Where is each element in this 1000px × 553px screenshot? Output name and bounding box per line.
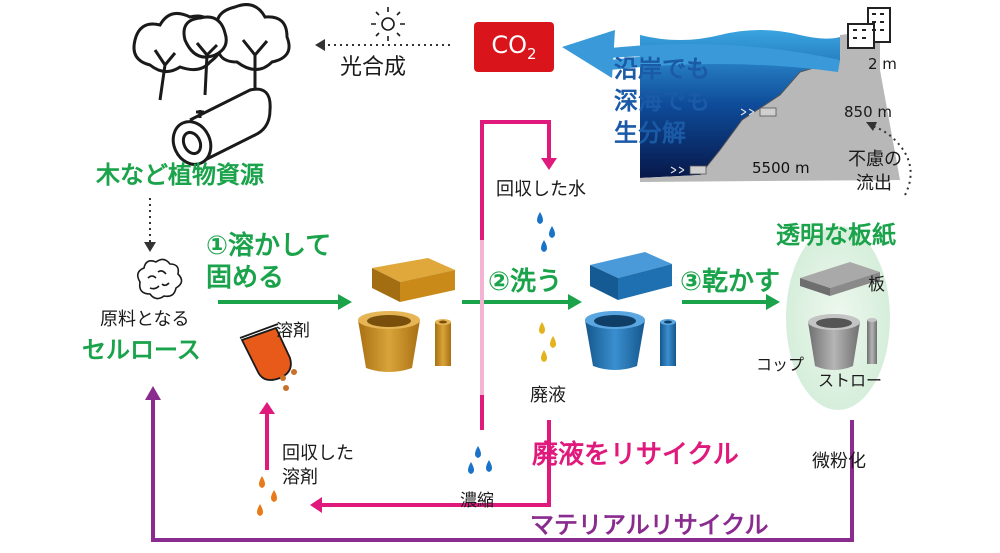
step2-label: ②洗う bbox=[488, 267, 563, 297]
step3-label: ③乾かす bbox=[680, 267, 781, 297]
waste-liquid-label: 廃液 bbox=[530, 385, 566, 406]
pulverize-label: 微粉化 bbox=[812, 451, 866, 472]
recovered-solvent-label-line1: 回収した bbox=[282, 443, 354, 464]
blue-products bbox=[585, 252, 676, 370]
depth-5500m-label: 5500 m bbox=[752, 159, 810, 177]
step3-arrow bbox=[682, 294, 780, 310]
tree-icon bbox=[132, 3, 291, 101]
material-recycle-loop bbox=[145, 386, 854, 542]
water-drops bbox=[537, 212, 555, 252]
cup-label: コップ bbox=[756, 355, 805, 374]
accidental-label-line1: 不慮の bbox=[848, 149, 902, 170]
biodegrade-arrow bbox=[562, 30, 840, 78]
step1-arrow bbox=[218, 294, 352, 310]
straw-label: ストロー bbox=[818, 371, 883, 390]
biodegrade-label-line3: 生分解 bbox=[614, 119, 686, 147]
waste-drops bbox=[539, 322, 556, 362]
concentrate-drops bbox=[468, 446, 492, 474]
recovered-solvent-label-line2: 溶剤 bbox=[282, 467, 318, 488]
depth-2m-label: 2 m bbox=[868, 55, 897, 73]
sun-icon bbox=[371, 7, 405, 41]
waste-recycle-label: 廃液をリサイクル bbox=[532, 440, 739, 470]
photosynthesis-arrow bbox=[315, 39, 450, 51]
waste-recycle-loop bbox=[259, 120, 557, 513]
step1-label-line1: ①溶かして bbox=[206, 231, 332, 261]
photosynthesis-label: 光合成 bbox=[340, 55, 407, 80]
plant-resources-label: 木など植物資源 bbox=[96, 161, 264, 189]
biodegrade-label-line2: 深海でも bbox=[614, 87, 710, 115]
log-icon bbox=[171, 87, 272, 167]
resource-arrow bbox=[144, 198, 156, 252]
solvent-beaker-icon bbox=[239, 323, 297, 391]
step1-label-line2: 固める bbox=[206, 263, 285, 293]
biodegrade-label-line1: 沿岸でも bbox=[614, 55, 710, 83]
cellulose-icon bbox=[136, 258, 183, 300]
recovered-solvent-drops bbox=[257, 476, 277, 516]
orange-products bbox=[358, 258, 455, 372]
concentrate-label: 濃縮 bbox=[460, 491, 494, 511]
cellulose-raw-label: 原料となる bbox=[100, 309, 190, 330]
board-label: 板 bbox=[868, 275, 885, 295]
grey-products bbox=[786, 226, 890, 410]
transparent-board-label: 透明な板紙 bbox=[776, 221, 896, 249]
material-recycle-label: マテリアルリサイクル bbox=[530, 511, 769, 539]
depth-850m-label: 850 m bbox=[844, 103, 893, 121]
cellulose-label: セルロース bbox=[82, 336, 201, 364]
recovered-water-label: 回収した水 bbox=[496, 179, 586, 200]
co2-box bbox=[474, 22, 554, 72]
accidental-label-line2: 流出 bbox=[856, 173, 892, 194]
co2-label: CO2 bbox=[491, 31, 537, 63]
solvent-label: 溶剤 bbox=[276, 321, 310, 341]
